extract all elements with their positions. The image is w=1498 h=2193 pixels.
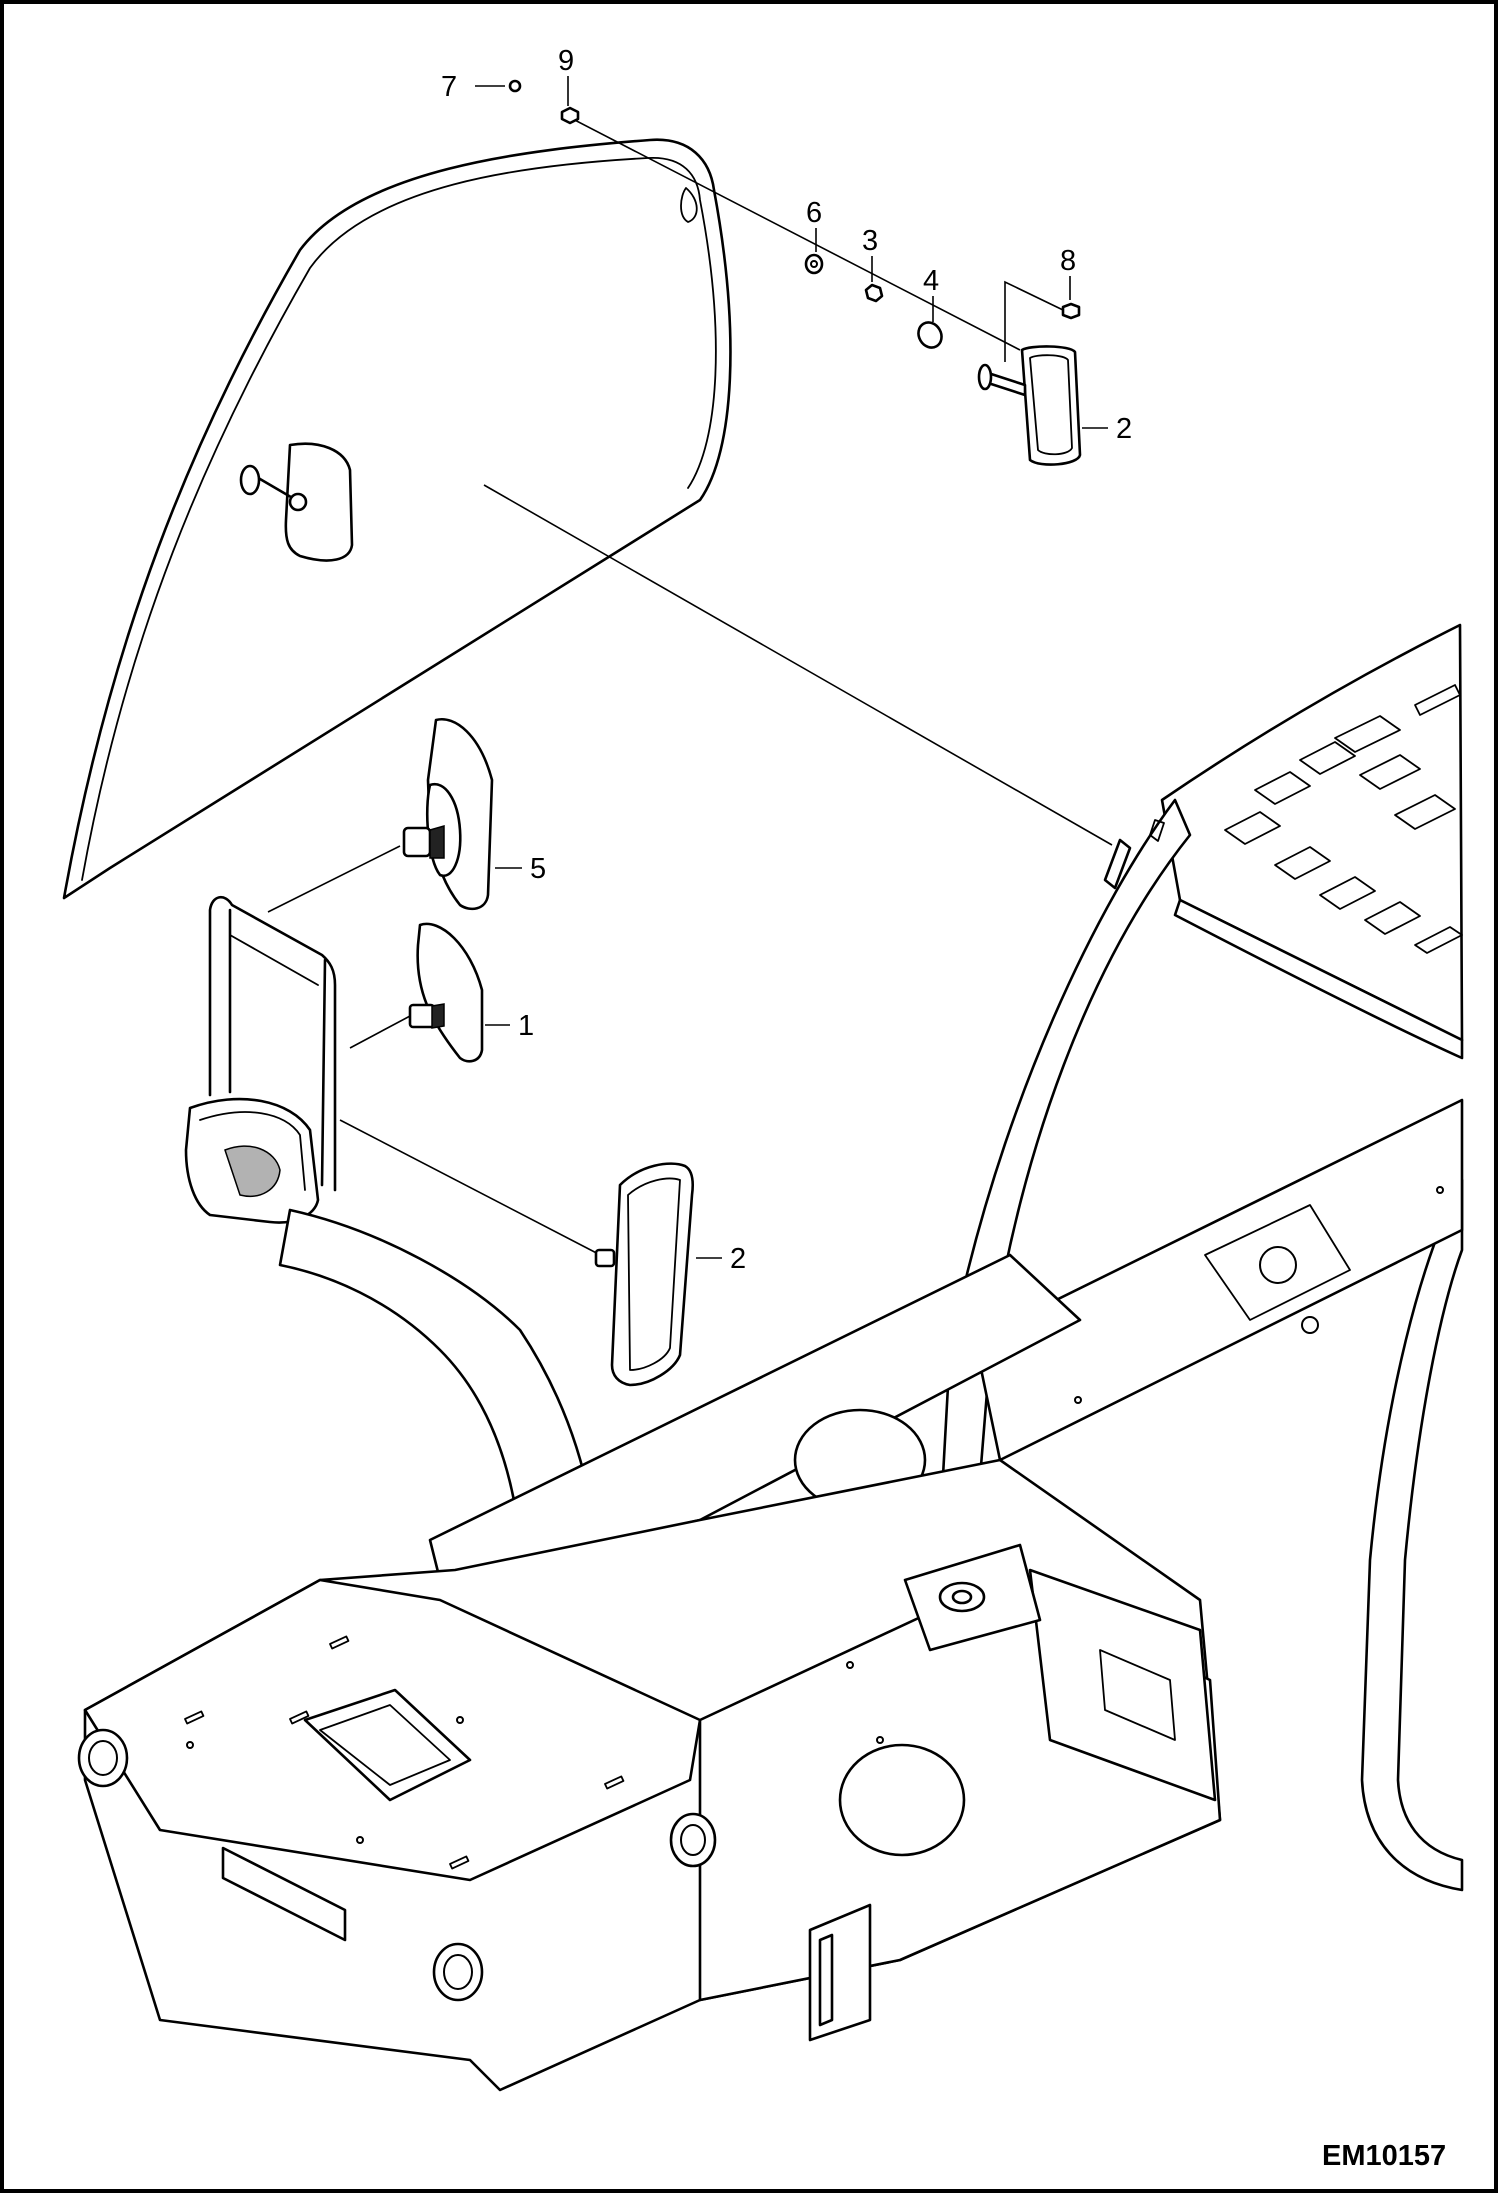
- cab-right-pillar: [1360, 1178, 1464, 1892]
- glass-leader-line: [483, 484, 1113, 846]
- mirror-5: [267, 717, 494, 913]
- cab-mount: [903, 1543, 1042, 1652]
- mirror-2-lower: [594, 1162, 695, 1387]
- callout-9: 9: [558, 45, 574, 77]
- figure-id: EM10157: [1322, 2140, 1446, 2172]
- part-7-washer: [508, 79, 522, 93]
- part-8-screw: [1061, 302, 1081, 320]
- part-4-gasket: [917, 321, 943, 349]
- callout-2-upper: 2: [1116, 413, 1132, 445]
- frame-slots: [184, 1186, 1444, 1870]
- callout-leaders: [475, 76, 1108, 1259]
- mirror-1: [349, 922, 484, 1063]
- callout-3: 3: [862, 225, 878, 257]
- callout-7: 7: [441, 71, 457, 103]
- light-leader-line: [339, 1119, 611, 1261]
- interior-small-mirror: [239, 442, 354, 562]
- part-3-nut: [864, 283, 884, 303]
- callout-8: 8: [1060, 245, 1076, 277]
- mirror-2-upper: [977, 345, 1082, 466]
- callout-5: 5: [530, 853, 546, 885]
- rear-window-glass: [62, 138, 732, 900]
- part-9-nut: [560, 106, 580, 125]
- grab-handle: [208, 896, 337, 1192]
- main-chassis-frame: [83, 1458, 1222, 2092]
- hardware-stack: [508, 79, 1081, 362]
- callout-4: 4: [923, 265, 939, 297]
- callout-2-lower: 2: [730, 1243, 746, 1275]
- cab-roof: [1160, 623, 1464, 1060]
- callout-1: 1: [518, 1010, 534, 1042]
- frame-tube-ends: [77, 1728, 717, 2002]
- cab-floor: [973, 1098, 1464, 1462]
- work-light: [184, 1097, 320, 1224]
- callout-6: 6: [806, 197, 822, 229]
